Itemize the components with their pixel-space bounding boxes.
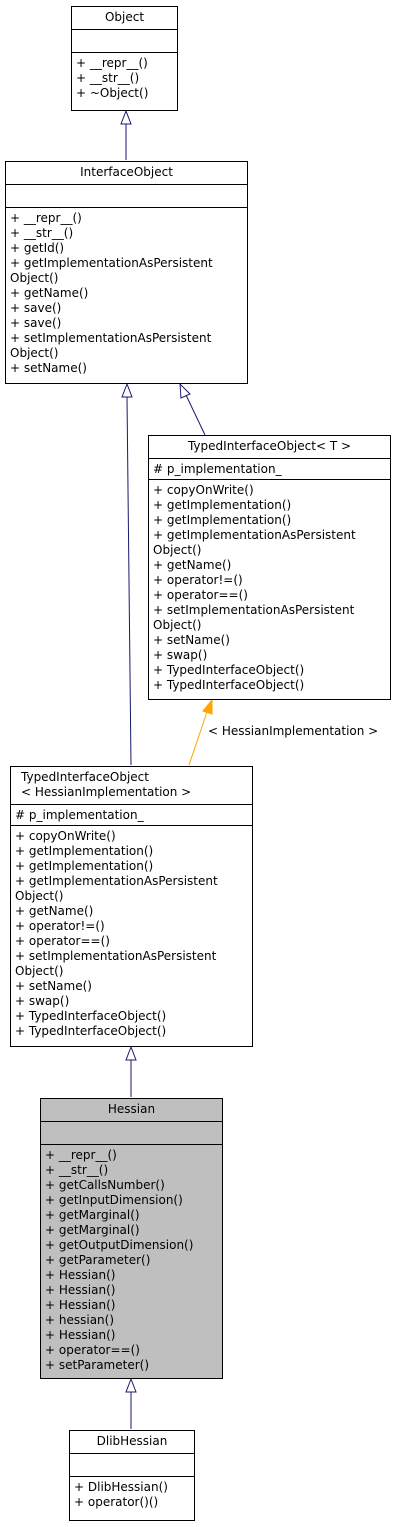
class-method: + getId() <box>10 241 65 255</box>
class-method: + setImplementationAsPersistent <box>153 603 355 617</box>
class-method: + operator()() <box>74 1495 159 1509</box>
class-method: + getParameter() <box>45 1253 151 1267</box>
class-methods: + copyOnWrite()+ getImplementation()+ ge… <box>11 826 252 1041</box>
class-method: + operator!=() <box>15 919 105 933</box>
class-method: + getName() <box>10 286 89 300</box>
class-method: + __str__() <box>10 226 74 240</box>
class-method: + __repr__() <box>10 211 82 225</box>
class-method: + getImplementation() <box>15 844 154 858</box>
class-method: Object() <box>15 964 64 978</box>
class-method: + TypedInterfaceObject() <box>15 1024 167 1038</box>
class-attributes <box>72 30 177 53</box>
class-method: + swap() <box>153 648 208 662</box>
class-title: DlibHessian <box>70 1431 194 1454</box>
class-methods: + __repr__()+ __str__()+ getCallsNumber(… <box>41 1145 222 1375</box>
class-attributes <box>41 1122 222 1145</box>
class-method: + setImplementationAsPersistent <box>15 949 217 963</box>
class-box-hessian[interactable]: Hessian + __repr__()+ __str__()+ getCall… <box>40 1098 223 1379</box>
class-method: + getImplementationAsPersistent <box>153 528 356 542</box>
class-methods: + DlibHessian()+ operator()() <box>70 1477 194 1512</box>
class-method: + getImplementation() <box>15 859 154 873</box>
class-title: InterfaceObject <box>6 162 247 185</box>
class-method: + operator==() <box>15 934 110 948</box>
class-method: + getMarginal() <box>45 1208 140 1222</box>
class-methods: + copyOnWrite()+ getImplementation()+ ge… <box>149 480 390 695</box>
class-method: + copyOnWrite() <box>15 829 116 843</box>
edge-template-binding <box>188 698 213 766</box>
class-method: + getCallsNumber() <box>45 1178 165 1192</box>
edge-hessian-to-typedinterfaceobject-hessian <box>125 1045 137 1097</box>
class-method: + getInputDimension() <box>45 1193 183 1207</box>
class-method: Object() <box>153 543 202 557</box>
class-title: TypedInterfaceObject< T > <box>149 436 390 459</box>
edge-interfaceobject-to-object <box>120 109 132 160</box>
class-method: + TypedInterfaceObject() <box>15 1009 167 1023</box>
class-method: + hessian() <box>45 1313 115 1327</box>
class-method: + getImplementation() <box>153 513 292 527</box>
class-method: + DlibHessian() <box>74 1480 168 1494</box>
class-method: + TypedInterfaceObject() <box>153 678 305 692</box>
class-method: + __str__() <box>45 1163 109 1177</box>
class-method: Object() <box>153 618 202 632</box>
class-method: + getOutputDimension() <box>45 1238 194 1252</box>
class-method: + operator!=() <box>153 573 243 587</box>
class-method: Object() <box>10 271 59 285</box>
class-title: TypedInterfaceObject < HessianImplementa… <box>11 767 252 805</box>
edge-typedinterfaceobject-t-to-interfaceobject <box>179 382 206 436</box>
class-method: + setParameter() <box>45 1358 150 1372</box>
class-attributes: # p_implementation_ <box>11 805 252 826</box>
class-method: + save() <box>10 301 62 315</box>
class-attributes: # p_implementation_ <box>149 459 390 480</box>
class-method: Object() <box>10 346 59 360</box>
class-methods: + __repr__()+ __str__()+ ~Object() <box>72 53 177 103</box>
class-method: + setImplementationAsPersistent <box>10 331 212 345</box>
class-method: + operator==() <box>153 588 248 602</box>
class-method: + ~Object() <box>76 86 149 100</box>
class-box-typedinterfaceobject-hessianimplementation[interactable]: TypedInterfaceObject < HessianImplementa… <box>10 766 253 1047</box>
class-method: + getMarginal() <box>45 1223 140 1237</box>
class-attribute: # p_implementation_ <box>153 462 282 476</box>
class-method: + getName() <box>153 558 232 572</box>
class-attributes <box>6 185 247 208</box>
class-attribute: # p_implementation_ <box>15 808 144 822</box>
class-attributes <box>70 1454 194 1477</box>
class-method: Object() <box>15 889 64 903</box>
class-method: + Hessian() <box>45 1328 116 1342</box>
class-method: + operator==() <box>45 1343 140 1357</box>
class-box-dlibhessian[interactable]: DlibHessian + DlibHessian()+ operator()(… <box>69 1430 195 1521</box>
class-method: + Hessian() <box>45 1268 116 1282</box>
class-box-typedinterfaceobject-t[interactable]: TypedInterfaceObject< T > # p_implementa… <box>148 435 391 700</box>
edge-dlibhessian-to-hessian <box>125 1377 137 1429</box>
class-method: + __repr__() <box>45 1148 117 1162</box>
class-methods: + __repr__()+ __str__()+ getId()+ getImp… <box>6 208 247 378</box>
class-box-interfaceobject[interactable]: InterfaceObject + __repr__()+ __str__()+… <box>5 161 248 384</box>
class-method: + getImplementation() <box>153 498 292 512</box>
edge-typedinterfaceobject-hessian-to-interfaceobject <box>121 382 133 766</box>
class-method: + TypedInterfaceObject() <box>153 663 305 677</box>
class-method: + getImplementationAsPersistent <box>10 256 213 270</box>
class-method: + Hessian() <box>45 1283 116 1297</box>
class-title: Hessian <box>41 1099 222 1122</box>
class-method: + swap() <box>15 994 70 1008</box>
class-method: + __repr__() <box>76 56 148 70</box>
class-title: Object <box>72 7 177 30</box>
class-method: + Hessian() <box>45 1298 116 1312</box>
class-box-object[interactable]: Object + __repr__()+ __str__()+ ~Object(… <box>71 6 178 111</box>
template-binding-label: < HessianImplementation > <box>208 724 379 738</box>
class-method: + setName() <box>10 361 87 375</box>
class-method: + copyOnWrite() <box>153 483 254 497</box>
class-method: + setName() <box>15 979 92 993</box>
class-method: + save() <box>10 316 62 330</box>
class-method: + setName() <box>153 633 230 647</box>
class-method: + getImplementationAsPersistent <box>15 874 218 888</box>
class-method: + __str__() <box>76 71 140 85</box>
class-method: + getName() <box>15 904 94 918</box>
